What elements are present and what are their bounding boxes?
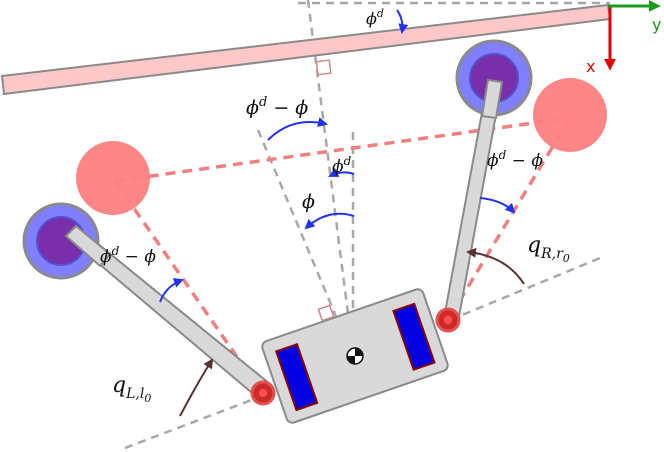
center-phi-d-arc <box>328 167 355 177</box>
center-phi-arc <box>304 212 355 230</box>
right-foot-joint-core <box>444 316 452 324</box>
right-phi-d-minus-phi-arc <box>479 197 516 214</box>
label-q-right: qR,r0 <box>527 233 570 265</box>
left-phi-d-minus-phi-arc <box>159 278 184 303</box>
q-right-arc <box>466 247 525 285</box>
center-phi-d-minus-phi-arc <box>267 117 328 141</box>
right-wheel <box>392 302 436 371</box>
body-right-angle-marker <box>317 304 335 322</box>
left-foot-joint-core <box>259 389 267 397</box>
target-dashed-line-right <box>446 117 572 321</box>
x-axis-label: x <box>586 57 595 76</box>
target-dashed-line-left <box>113 180 264 394</box>
label-phi-d-minus-phi-right: ϕd − ϕ <box>487 148 543 171</box>
label-phi-d-minus-phi-left: ϕd − ϕ <box>100 244 156 267</box>
label-phi-d-minus-phi-center: ϕd − ϕ <box>246 95 308 119</box>
q-left-arc <box>179 358 214 417</box>
label-q-left: qL,l0 <box>112 373 151 405</box>
bar-right-angle-marker <box>315 59 332 76</box>
label-phi-d-top: ϕd <box>366 7 384 28</box>
label-phi-d-small: ϕd <box>332 154 352 177</box>
left-wheel <box>274 342 319 412</box>
desired-heading-dashed-line <box>256 129 352 351</box>
ground-dashed-line-right <box>449 256 601 322</box>
y-axis-label: y <box>652 15 661 34</box>
left-leg-top <box>64 224 112 268</box>
top-phi-d-arc <box>396 9 409 34</box>
left-target-circle <box>76 141 150 215</box>
right-leg-top <box>480 78 504 120</box>
center-of-mass-icon <box>346 347 364 365</box>
right-target-circle <box>533 78 607 152</box>
label-phi: ϕ <box>302 191 315 213</box>
ground-dashed-line-left <box>124 391 271 450</box>
